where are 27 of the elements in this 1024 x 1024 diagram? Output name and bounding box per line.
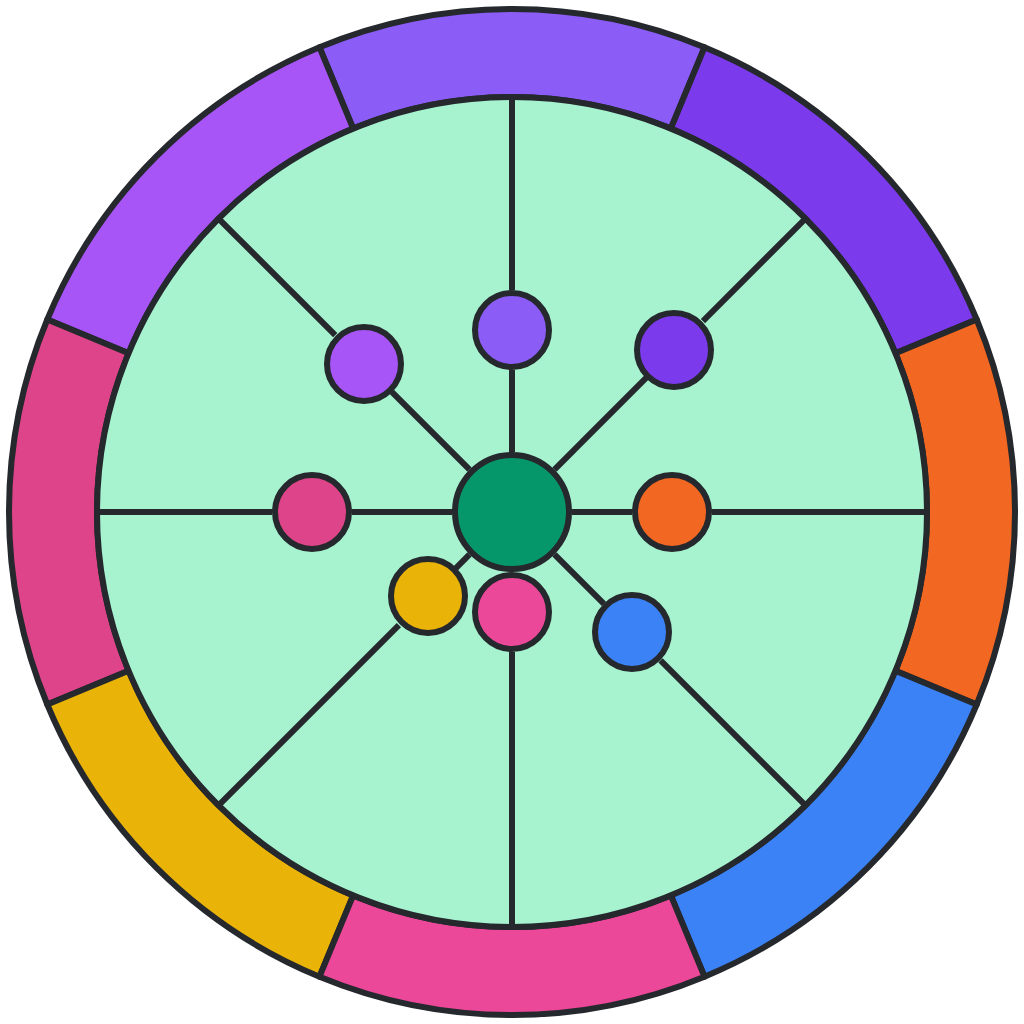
node-dot bbox=[472, 572, 552, 652]
spoke-line bbox=[658, 658, 808, 808]
node-dot bbox=[272, 472, 352, 552]
ring-segment bbox=[6, 316, 132, 708]
node-dot bbox=[634, 309, 715, 390]
hub-circle bbox=[452, 452, 572, 572]
spoke-line bbox=[572, 509, 632, 515]
ring-segment bbox=[316, 892, 708, 1018]
ring-segment bbox=[892, 316, 1018, 708]
spoke-line bbox=[453, 552, 472, 571]
spoke-line bbox=[216, 216, 338, 338]
node-dot bbox=[632, 472, 712, 552]
spoke-line bbox=[509, 370, 515, 452]
spoke-line bbox=[509, 97, 515, 290]
spoke-line bbox=[552, 375, 649, 472]
node-dot bbox=[387, 556, 468, 637]
spoke-line bbox=[352, 509, 452, 515]
spoke-line bbox=[552, 552, 607, 607]
spoke-line bbox=[712, 509, 927, 515]
spoke-line bbox=[509, 652, 515, 927]
node-dot bbox=[323, 323, 404, 404]
spoke-line bbox=[97, 509, 272, 515]
node-dot bbox=[472, 290, 552, 370]
spoke-line bbox=[700, 216, 808, 324]
spoke-line bbox=[216, 623, 401, 808]
spoke-line bbox=[389, 389, 472, 472]
node-dot bbox=[592, 592, 673, 673]
